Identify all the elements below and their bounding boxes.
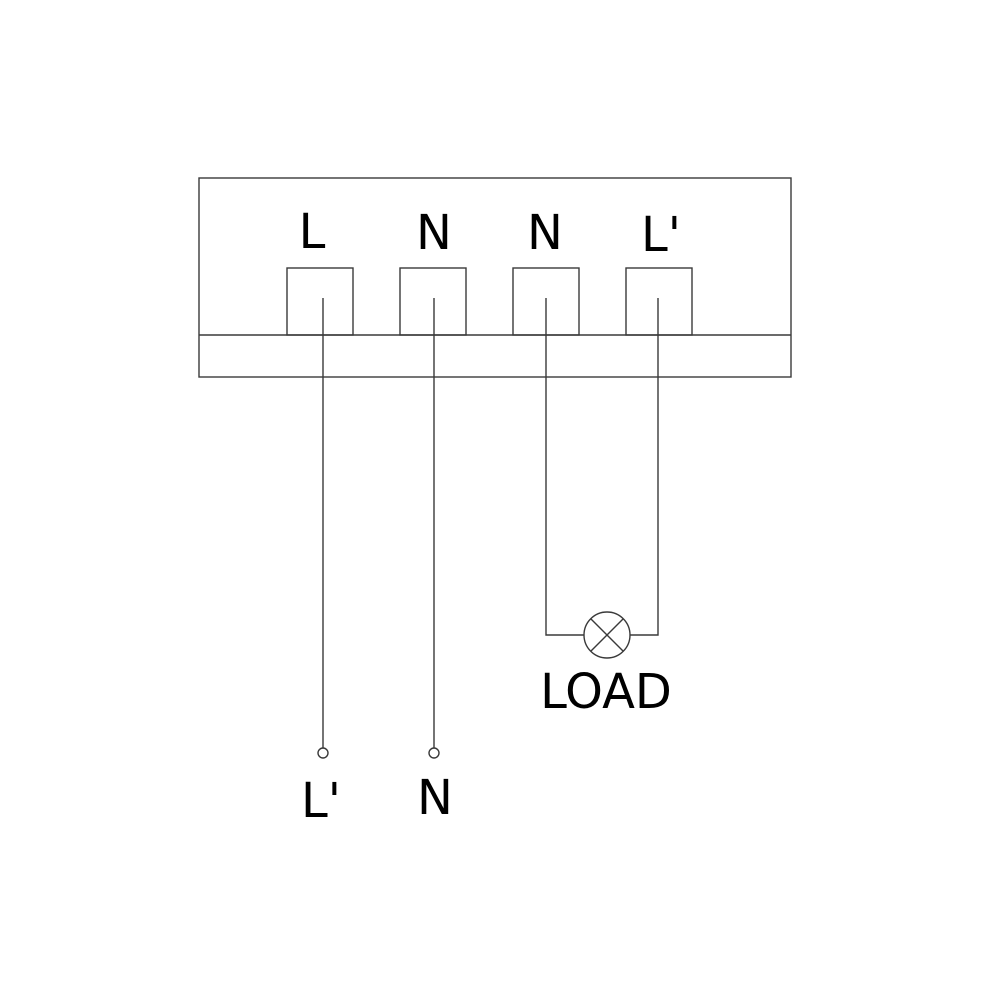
end-terminal-n: [428, 747, 440, 759]
device-housing: [198, 177, 792, 378]
terminal-label-l: L: [299, 204, 326, 260]
terminal-label-l-prime: L': [641, 207, 681, 263]
terminal-label-n1: N: [416, 205, 452, 261]
wire-n-load: [545, 298, 584, 636]
terminal-block-l-prime: [625, 267, 693, 336]
end-label-n: N: [417, 770, 453, 826]
terminal-block-n1: [399, 267, 467, 336]
end-label-l-prime: L': [301, 773, 341, 829]
end-terminal-l-prime: [317, 747, 329, 759]
wire-l-prime-load: [630, 298, 659, 636]
terminal-block-l: [286, 267, 354, 336]
terminal-label-n2: N: [527, 205, 563, 261]
load-label: LOAD: [540, 664, 672, 720]
lamp-icon: [583, 611, 631, 659]
